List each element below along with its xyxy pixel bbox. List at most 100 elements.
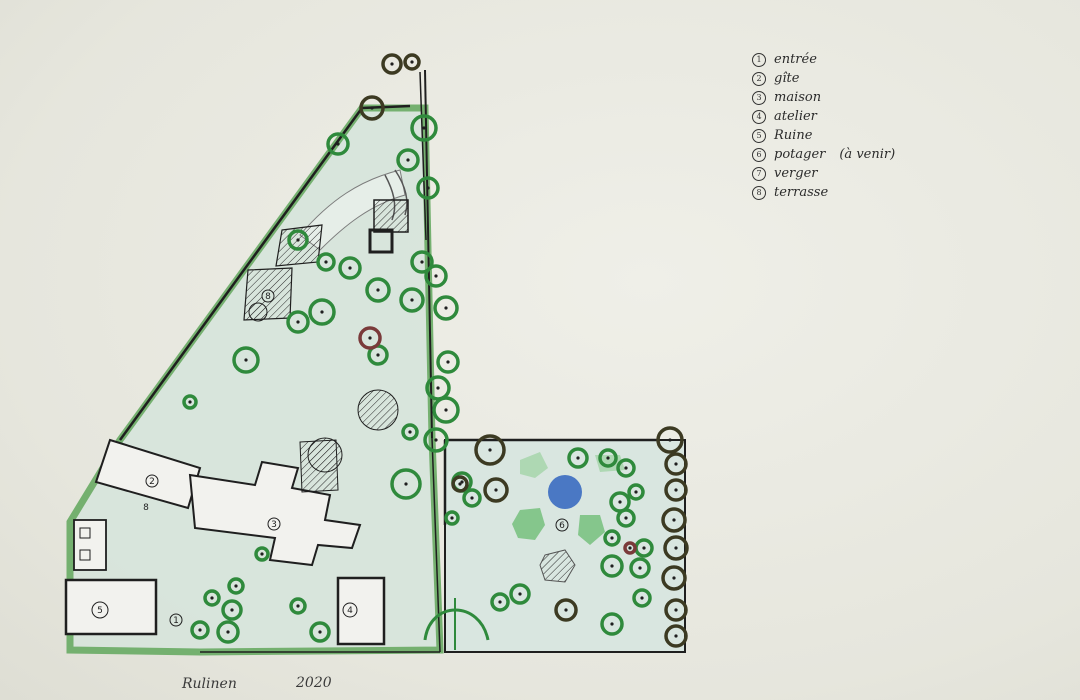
tree-icon — [286, 310, 310, 334]
legend-item-maison: 3 maison — [752, 88, 952, 107]
ruine-building — [64, 578, 158, 636]
tree-trunk-dot — [460, 480, 464, 484]
maison-building — [188, 460, 362, 567]
tree-icon — [287, 229, 309, 251]
tree-icon — [483, 477, 509, 503]
legend-label: Ruine — [774, 128, 813, 143]
potager-bed-hatched — [539, 549, 576, 583]
label-ruine: 5 — [97, 606, 103, 616]
tree-icon — [664, 598, 688, 622]
tree-trunk-dot — [420, 260, 424, 264]
hatched-tree-canopies — [248, 302, 399, 473]
tree-trunk-dot — [634, 490, 638, 494]
tree-trunk-dot — [450, 516, 454, 520]
tree-trunk-dot — [410, 60, 414, 64]
tree-icon — [616, 458, 636, 478]
tree-trunk-dot — [444, 306, 448, 310]
legend-label: potager — [774, 147, 826, 162]
tree-trunk-dot — [470, 496, 474, 500]
tree-trunk-dot — [198, 628, 202, 632]
gite-building — [94, 438, 202, 510]
tree-trunk-dot — [230, 608, 234, 612]
tree-icon — [289, 597, 307, 615]
tree-trunk-dot — [640, 596, 644, 600]
tree-trunk-dot — [434, 438, 438, 442]
tree-trunk-dot — [674, 608, 678, 612]
tree-trunk-dot — [624, 466, 628, 470]
label-terrasse-a: 8 — [265, 292, 271, 302]
tree-trunk-dot — [406, 158, 410, 162]
tree-icon — [432, 396, 460, 424]
legend-number: 4 — [752, 109, 766, 124]
gate-structure — [373, 199, 409, 233]
tree-icon — [401, 423, 419, 441]
tree-trunk-dot — [618, 500, 622, 504]
tree-icon — [433, 295, 459, 321]
tree-icon — [254, 546, 270, 562]
tree-trunk-dot — [576, 456, 580, 460]
legend-number: 6 — [752, 147, 766, 162]
tree-icon — [474, 434, 506, 466]
tree-icon — [182, 394, 198, 410]
tree-trunk-dot — [376, 353, 380, 357]
tree-icon — [629, 557, 651, 579]
tree-icon — [509, 583, 531, 605]
tree-trunk-dot — [434, 274, 438, 278]
tree-icon — [436, 350, 460, 374]
legend-number: 5 — [752, 128, 766, 143]
tree-icon — [664, 478, 688, 502]
tree-icon — [227, 577, 245, 595]
tree-trunk-dot — [296, 238, 300, 242]
tree-trunk-dot — [610, 564, 614, 568]
tree-trunk-dot — [628, 546, 632, 550]
tree-icon — [661, 565, 687, 591]
entree-marker — [169, 613, 183, 627]
tree-icon — [203, 589, 221, 607]
tree-icon — [664, 624, 688, 648]
tree-icon — [600, 612, 624, 636]
legend-item-gite: 2 gîte — [752, 69, 952, 88]
tree-trunk-dot — [674, 634, 678, 638]
legend-item-ruine: 5 Ruine — [752, 126, 952, 145]
legend-item-terrasse: 8 terrasse — [752, 183, 952, 202]
tree-trunk-dot — [518, 592, 522, 596]
tree-icon — [600, 554, 624, 578]
tree-trunk-dot — [318, 630, 322, 634]
tree-trunk-dot — [674, 546, 678, 550]
tree-icon — [338, 256, 362, 280]
legend-label: maison — [774, 90, 822, 105]
signature-year: 2020 — [296, 675, 332, 691]
tree-trunk-dot — [324, 260, 328, 264]
tree-trunk-dot — [210, 596, 214, 600]
tree-trunk-dot — [426, 186, 430, 190]
tree-icon — [656, 426, 684, 454]
tree-icon — [554, 598, 578, 622]
tree-trunk-dot — [348, 266, 352, 270]
tree-trunk-dot — [642, 546, 646, 550]
tree-trunk-dot — [390, 62, 394, 66]
tree-icon — [416, 176, 440, 200]
tree-icon — [444, 510, 460, 526]
label-potager: 6 — [559, 521, 565, 531]
tree-icon — [399, 287, 425, 313]
tree-trunk-dot — [458, 482, 462, 486]
legend-item-entree: 1 entrée — [752, 50, 952, 69]
tree-icon — [216, 620, 240, 644]
label-maison: 3 — [271, 520, 277, 530]
tree-trunk-dot — [368, 336, 372, 340]
legend-label: terrasse — [774, 185, 829, 200]
tree-icon — [316, 252, 336, 272]
tree-icon — [490, 592, 510, 612]
tree-icon — [365, 277, 391, 303]
legend-number: 8 — [752, 185, 766, 200]
plan-legend: 1 entrée 2 gîte 3 maison 4 atelier 5 Rui… — [752, 50, 952, 202]
tree-trunk-dot — [320, 310, 324, 314]
tree-trunk-dot — [606, 456, 610, 460]
tree-icon — [661, 507, 687, 533]
tree-icon — [390, 468, 422, 500]
pond — [548, 475, 582, 509]
tree-icon — [221, 599, 243, 621]
legend-number: 3 — [752, 90, 766, 105]
tree-icon — [451, 475, 469, 493]
